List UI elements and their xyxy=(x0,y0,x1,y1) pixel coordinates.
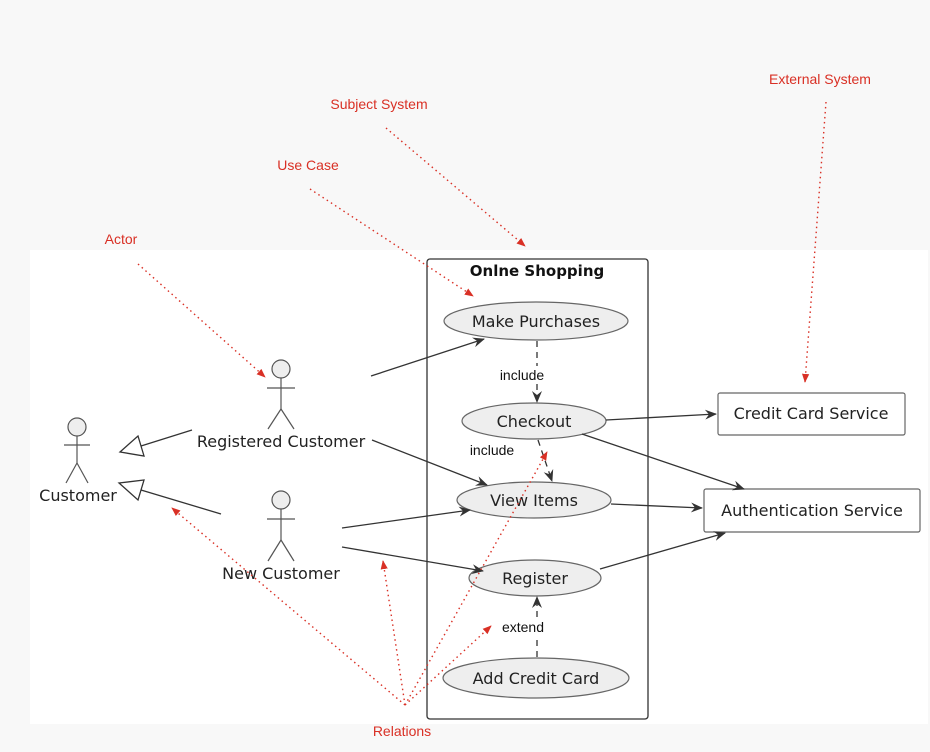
annotation-actor: Actor xyxy=(105,231,138,247)
pointer-relations-include xyxy=(404,451,548,706)
pointer-relations-generalization xyxy=(171,507,406,706)
include-line-checkout-view-items xyxy=(537,439,554,482)
annotation-subject-system: Subject System xyxy=(330,96,427,112)
actor-customer xyxy=(64,417,90,484)
assoc-checkout-authentication xyxy=(581,433,745,491)
include-label-1: include xyxy=(500,367,545,383)
use-case-view-items xyxy=(456,481,612,519)
external-credit-card-service-label: Credit Card Service xyxy=(734,404,889,423)
pointer-relations-association xyxy=(380,560,406,706)
use-case-register-label: Register xyxy=(502,569,568,588)
actor-new-customer-label: New Customer xyxy=(222,564,340,583)
use-case-view-items-label: View Items xyxy=(490,491,578,510)
external-authentication-service-label: Authentication Service xyxy=(721,501,903,520)
use-case-checkout xyxy=(461,402,607,440)
pointer-external-system xyxy=(802,101,827,383)
assoc-new-register xyxy=(341,546,484,575)
use-case-make-purchases-label: Make Purchases xyxy=(472,312,600,331)
include-label-2: include xyxy=(470,442,515,458)
assoc-registered-make-purchases xyxy=(370,337,485,377)
pointer-subject-system xyxy=(385,127,526,247)
use-case-add-credit-card xyxy=(442,657,630,699)
system-title: Onlne Shopping xyxy=(470,262,604,280)
assoc-register-authentication xyxy=(599,531,726,570)
annotation-use-case: Use Case xyxy=(277,157,339,173)
extend-label: extend xyxy=(502,619,544,635)
actor-registered-customer-label: Registered Customer xyxy=(197,432,366,451)
use-case-add-credit-card-label: Add Credit Card xyxy=(473,669,600,688)
assoc-new-view-items xyxy=(341,506,471,529)
generalization-new-to-customer xyxy=(117,479,222,515)
assoc-registered-view-items xyxy=(371,439,488,486)
actor-new-customer xyxy=(267,490,295,562)
use-case-checkout-label: Checkout xyxy=(497,412,572,431)
generalization-registered-to-customer xyxy=(118,429,193,457)
system-boundary xyxy=(426,258,649,720)
external-credit-card-service xyxy=(717,392,906,436)
annotation-relations: Relations xyxy=(373,723,431,739)
actor-customer-label: Customer xyxy=(39,486,117,505)
use-case-make-purchases xyxy=(443,301,629,341)
assoc-checkout-credit-card-service xyxy=(605,409,717,421)
assoc-view-items-authentication xyxy=(610,502,703,513)
actor-registered-customer xyxy=(267,359,295,430)
annotation-external-system: External System xyxy=(769,71,871,87)
external-authentication-service xyxy=(703,488,921,533)
